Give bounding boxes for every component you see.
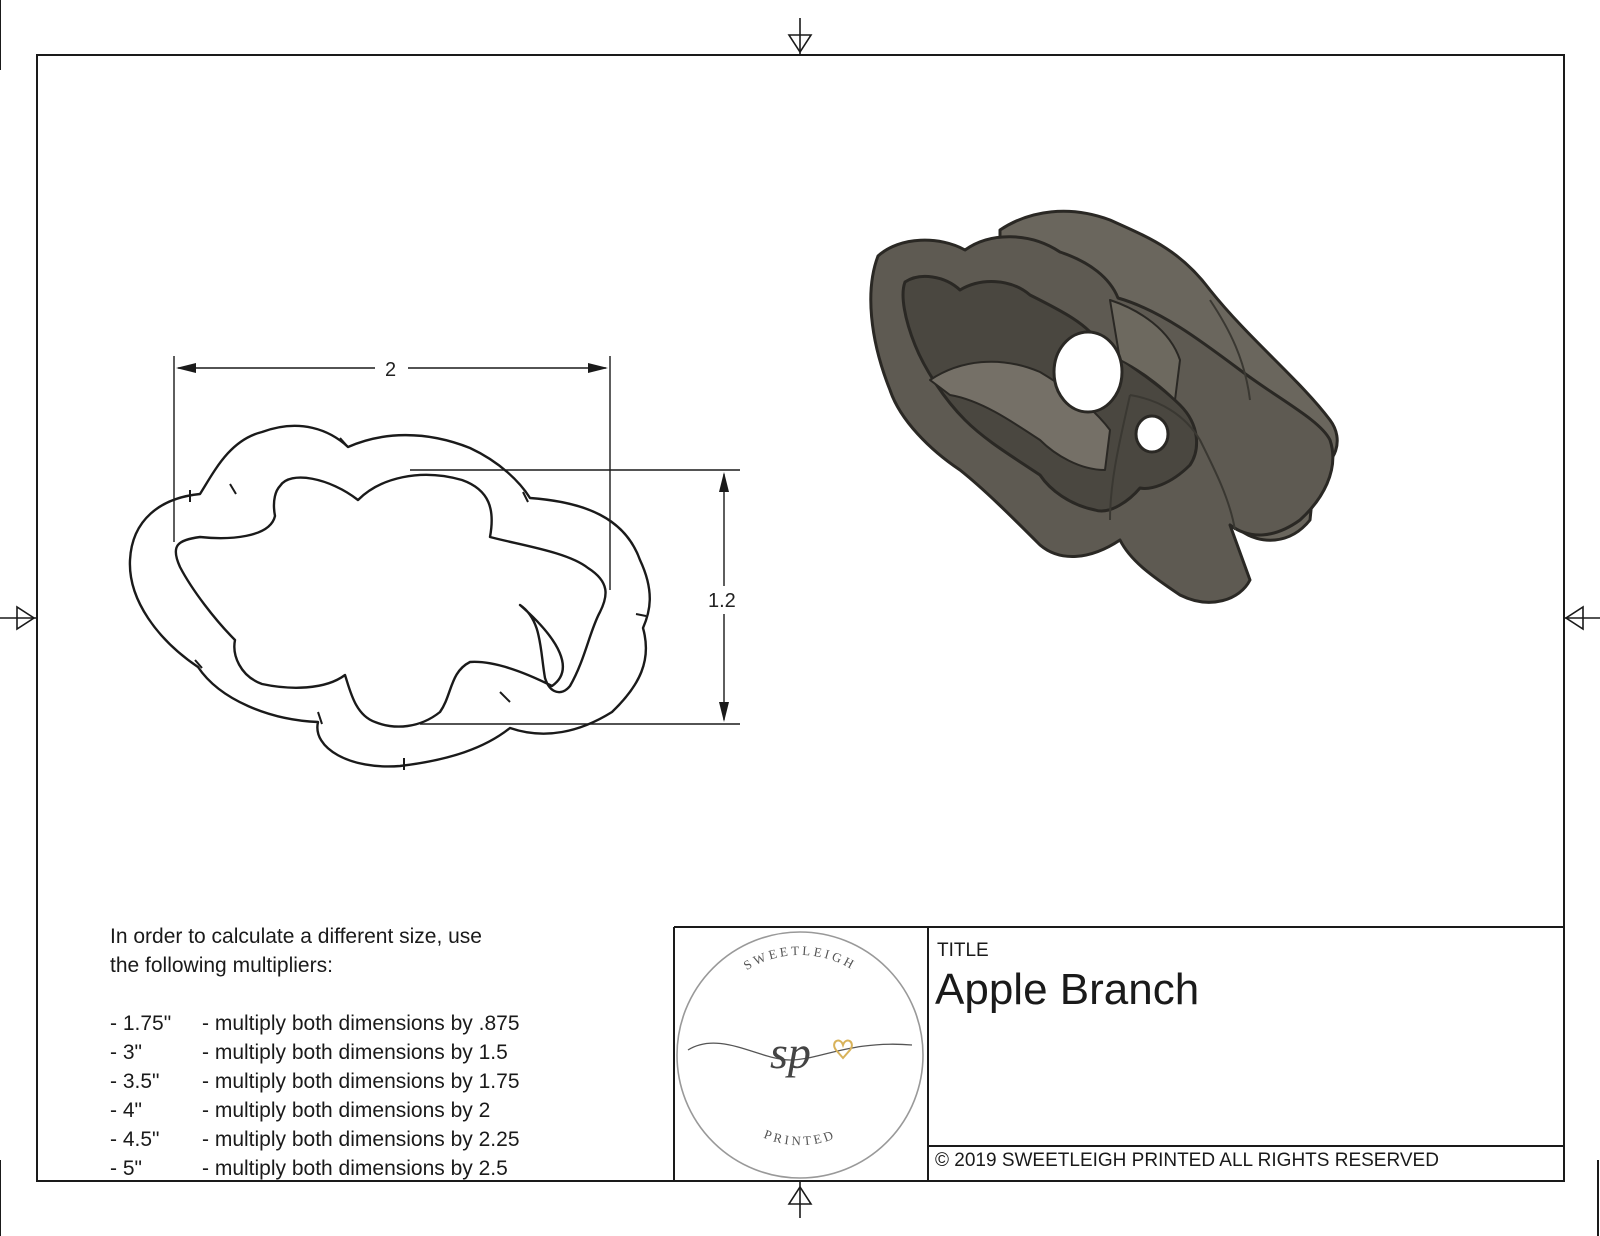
multiplier-size: - 4" xyxy=(110,1099,142,1122)
cutter-hole-lower xyxy=(1134,414,1170,454)
outline-ticks xyxy=(189,437,647,770)
title-block xyxy=(673,926,1564,1181)
svg-text:SWEETLEIGH: SWEETLEIGH xyxy=(741,943,859,973)
notes-intro-line: the following multipliers: xyxy=(110,954,333,977)
size-multiplier-notes: In order to calculate a different size, … xyxy=(110,922,670,1183)
center-marks xyxy=(0,18,1600,1218)
cutter-inner-wall-right xyxy=(1109,299,1181,401)
heart-icon xyxy=(833,1039,853,1060)
multiplier-row: - 4" - multiply both dimensions by 2 xyxy=(110,1096,670,1125)
dimension-lines xyxy=(173,356,740,725)
width-dimension-label: 2 xyxy=(385,359,396,381)
notes-intro: In order to calculate a different size, … xyxy=(110,922,670,980)
multiplier-size: - 3.5" xyxy=(110,1070,160,1093)
multiplier-row: - 5" - multiply both dimensions by 2.5 xyxy=(110,1154,670,1183)
multiplier-text: - multiply both dimensions by 2 xyxy=(202,1099,491,1122)
multiplier-row: - 4.5" - multiply both dimensions by 2.25 xyxy=(110,1125,670,1154)
outline-view xyxy=(128,424,651,770)
isometric-render xyxy=(869,209,1339,604)
copyright-notice: © 2019 SWEETLEIGH PRINTED ALL RIGHTS RES… xyxy=(935,1150,1439,1171)
multiplier-text: - multiply both dimensions by 1.5 xyxy=(202,1041,508,1064)
multiplier-text: - multiply both dimensions by 1.75 xyxy=(202,1070,520,1093)
drawing-title: Apple Branch xyxy=(935,965,1200,1014)
multiplier-row: - 3.5" - multiply both dimensions by 1.75 xyxy=(110,1067,670,1096)
title-label: TITLE xyxy=(937,940,989,961)
multiplier-row: - 3" - multiply both dimensions by 1.5 xyxy=(110,1038,670,1067)
multiplier-size: - 5" xyxy=(110,1157,142,1180)
cutter-hole-upper xyxy=(1052,330,1124,414)
multiplier-size: - 4.5" xyxy=(110,1128,160,1151)
logo-top-text: SWEETLEIGH xyxy=(741,943,856,973)
inner-outline xyxy=(174,473,607,728)
svg-text:PRINTED: PRINTED xyxy=(762,1126,838,1148)
outer-outline xyxy=(128,424,651,768)
multiplier-text: - multiply both dimensions by 2.25 xyxy=(202,1128,520,1151)
notes-intro-line: In order to calculate a different size, … xyxy=(110,925,482,948)
logo-swash xyxy=(687,1042,913,1061)
cutter-rim xyxy=(1109,299,1251,531)
brand-logo: SWEETLEIGH PRINTED sp xyxy=(676,931,924,1179)
multiplier-text: - multiply both dimensions by .875 xyxy=(202,1012,520,1035)
multiplier-size: - 3" xyxy=(110,1041,142,1064)
multiplier-text: - multiply both dimensions by 2.5 xyxy=(202,1157,508,1180)
multiplier-size: - 1.75" xyxy=(110,1012,172,1035)
multiplier-row: - 1.75" - multiply both dimensions by .87… xyxy=(110,1009,670,1038)
logo-monogram: sp xyxy=(770,1027,811,1078)
height-dimension-label: 1.2 xyxy=(708,590,736,612)
logo-bottom-text: PRINTED xyxy=(762,1126,835,1148)
